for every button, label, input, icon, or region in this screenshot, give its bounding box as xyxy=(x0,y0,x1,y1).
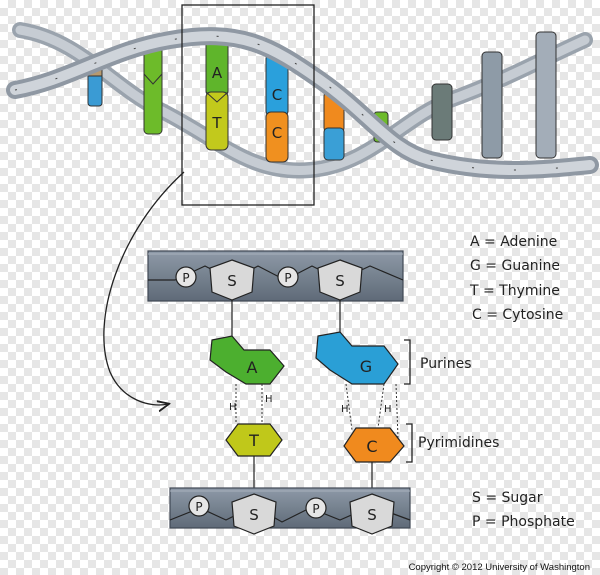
phosphate-top-1: P xyxy=(175,266,197,288)
rung-7 xyxy=(431,83,453,141)
svg-text:P: P xyxy=(312,502,319,516)
rung-9 xyxy=(535,31,557,159)
phosphate-top-2: P xyxy=(277,266,299,288)
hydrogen-bonds-a-t: H H xyxy=(229,384,273,424)
svg-text:P: P xyxy=(284,271,291,285)
base-thymine: T xyxy=(225,423,283,457)
label-pyrimidines: Pyrimidines xyxy=(418,435,499,451)
rung-c-c: C C xyxy=(265,53,289,163)
legend-cytosine: C = Cytosine xyxy=(472,307,563,323)
legend-bases: A = Adenine G = Guanine T = Thymine C = … xyxy=(469,234,563,323)
base-letter-a: A xyxy=(247,358,258,377)
phosphate-bottom-2: P xyxy=(305,497,327,519)
rung-a-t: A T xyxy=(205,33,229,151)
double-helix: A T C C xyxy=(6,22,599,179)
base-guanine: G xyxy=(315,331,399,385)
sugar-bottom-2: S xyxy=(349,493,395,535)
backbone-top: P S P S xyxy=(147,250,404,302)
svg-text:S: S xyxy=(335,272,345,290)
sugar-top-1: S xyxy=(209,259,255,301)
svg-text:S: S xyxy=(227,272,237,290)
phosphate-bottom-1: P xyxy=(188,495,210,517)
bracket-purines xyxy=(404,339,411,385)
rung-8 xyxy=(481,51,503,159)
zoom-arrow xyxy=(103,171,185,405)
svg-text:P: P xyxy=(182,271,189,285)
rung-2 xyxy=(143,43,163,135)
bracket-pyrimidines xyxy=(406,423,413,463)
helix-letter-c2: C xyxy=(272,124,282,142)
legend-guanine: G = Guanine xyxy=(470,258,560,274)
helix-letter-t: T xyxy=(211,114,222,132)
helix-letter-c1: C xyxy=(272,86,282,104)
svg-text:H: H xyxy=(384,404,392,415)
svg-text:S: S xyxy=(249,506,259,524)
legend-adenine: A = Adenine xyxy=(470,234,557,250)
svg-text:H: H xyxy=(341,404,349,415)
base-letter-t: T xyxy=(248,431,259,450)
svg-text:H: H xyxy=(229,402,237,413)
helix-letter-a: A xyxy=(212,64,223,82)
hydrogen-bonds-g-c: H H xyxy=(341,383,399,439)
backbone-bottom: P S P S xyxy=(169,487,411,535)
base-adenine: A xyxy=(209,335,285,385)
svg-text:S: S xyxy=(367,506,377,524)
svg-text:P: P xyxy=(195,500,202,514)
sugar-top-2: S xyxy=(317,259,363,301)
zoom-box xyxy=(181,4,315,206)
copyright-text: Copyright © 2012 University of Washingto… xyxy=(409,562,590,573)
label-purines: Purines xyxy=(420,356,472,372)
legend-phosphate: P = Phosphate xyxy=(472,514,575,530)
legend-thymine: T = Thymine xyxy=(469,283,560,299)
base-letter-c: C xyxy=(366,437,377,456)
svg-text:H: H xyxy=(265,394,273,405)
base-cytosine: C xyxy=(343,427,405,463)
legend-sugar: S = Sugar xyxy=(472,490,543,506)
legend-backbone: S = Sugar P = Phosphate xyxy=(472,490,575,530)
sugar-bottom-1: S xyxy=(231,493,277,535)
base-letter-g: G xyxy=(360,357,372,376)
